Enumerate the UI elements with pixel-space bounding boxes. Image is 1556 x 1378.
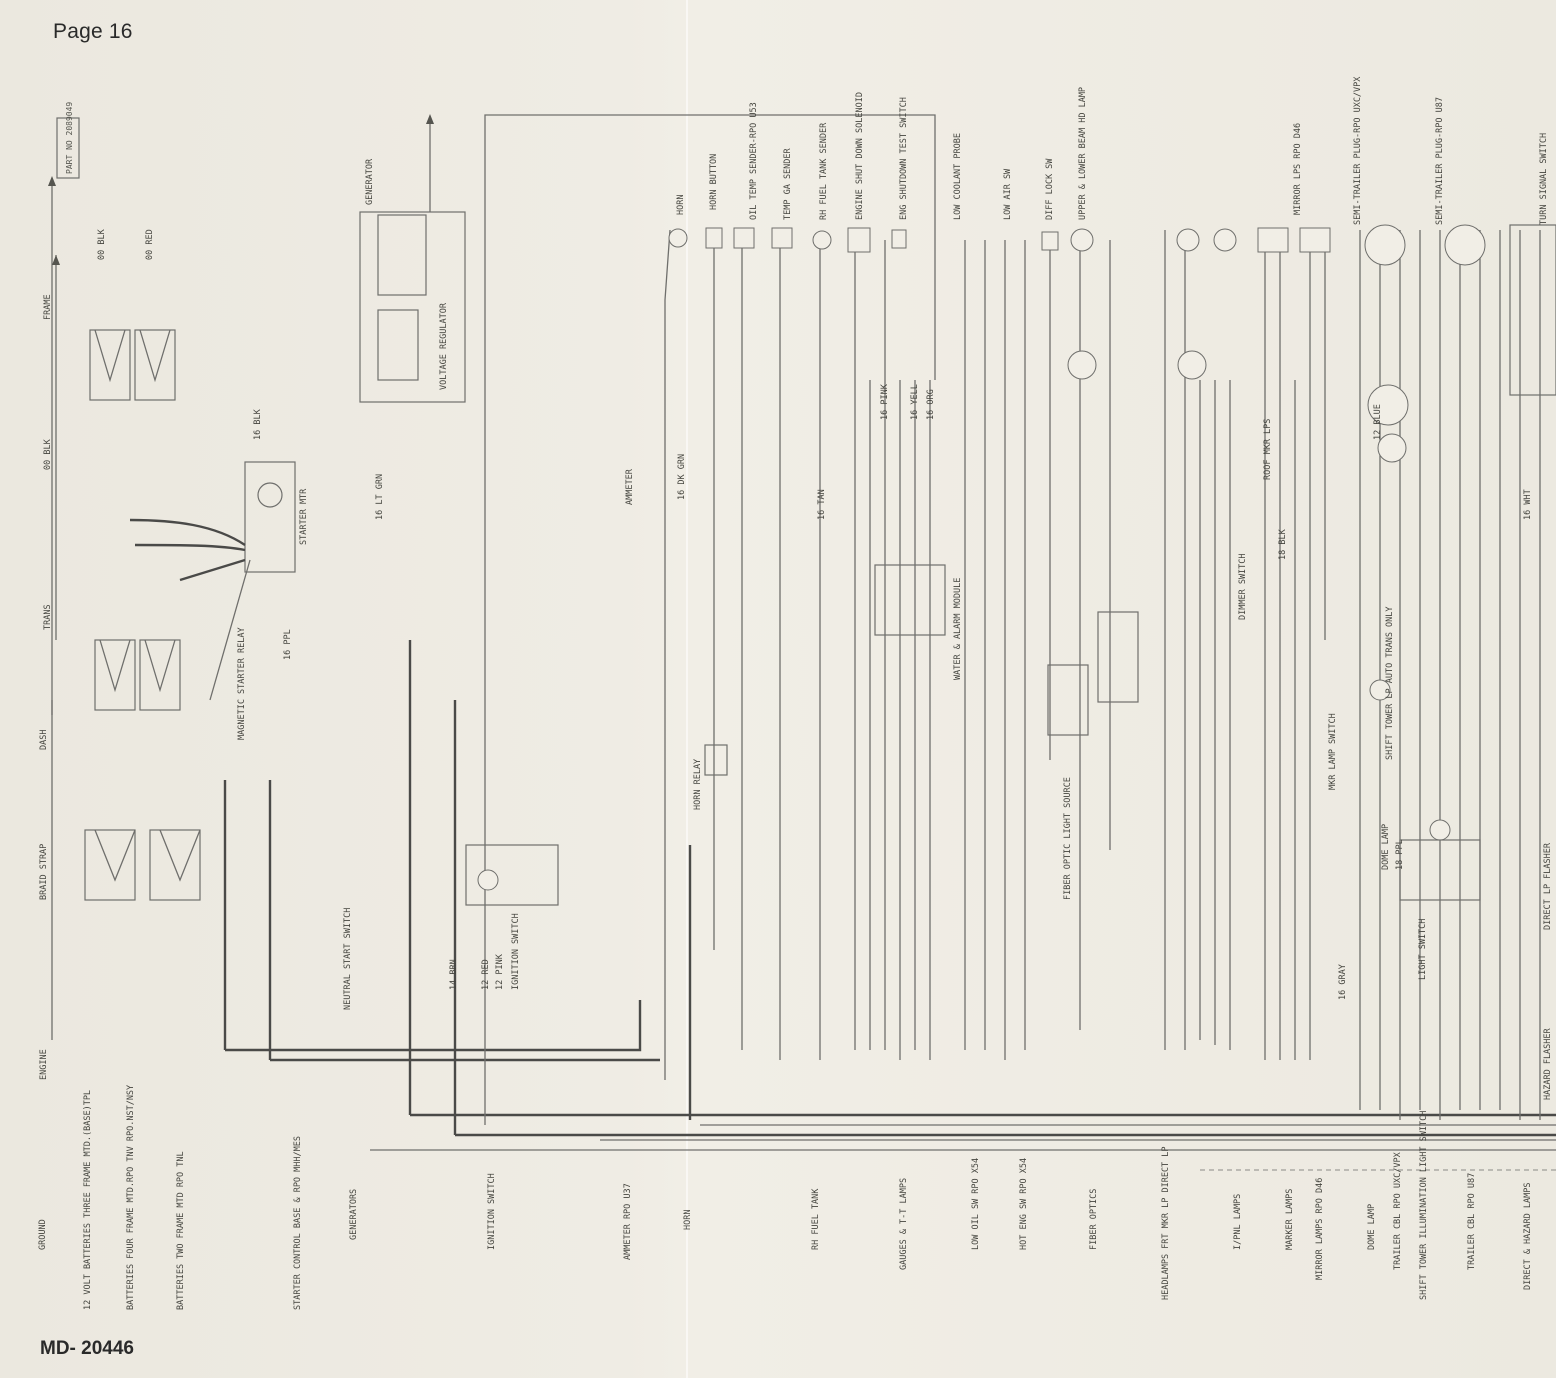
component-label: ENG SHUTDOWN TEST SWITCH bbox=[899, 97, 909, 220]
legend-item: AMMETER RPO U37 bbox=[623, 1183, 633, 1260]
legend-item: LOW OIL SW RPO X54 bbox=[971, 1158, 981, 1250]
legend-item: HOT ENG SW RPO X54 bbox=[1019, 1158, 1029, 1250]
component-label: AMMETER bbox=[625, 468, 635, 505]
component-label: VOLTAGE REGULATOR bbox=[439, 302, 449, 390]
legend-item: FIBER OPTICS bbox=[1089, 1189, 1099, 1250]
paper-fold-line bbox=[686, 0, 688, 1378]
component-label: RH FUEL TANK SENDER bbox=[819, 122, 829, 220]
legend-item: GENERATORS bbox=[349, 1189, 359, 1240]
legend-item: STARTER CONTROL BASE & RPO MHH/MES bbox=[293, 1136, 303, 1310]
component-label: IGNITION SWITCH bbox=[511, 913, 521, 990]
component-label: STARTER MTR bbox=[299, 488, 309, 545]
wire-labels: 00 BLK 00 RED 16 BLK 16 PPL 16 LT GRN 16… bbox=[97, 228, 1533, 1000]
wire-label: 16 DK GRN bbox=[677, 454, 687, 500]
legend-item: IGNITION SWITCH bbox=[487, 1173, 497, 1250]
wire-label: 00 BLK bbox=[97, 228, 107, 260]
legend-item: BATTERIES TWO FRAME MTD RPO TNL bbox=[176, 1151, 186, 1310]
component-label: ENGINE SHUT DOWN SOLENOID bbox=[855, 92, 865, 220]
circuit-legend: GROUND 12 VOLT BATTERIES THREE FRAME MTD… bbox=[38, 1085, 1533, 1310]
component-label: SHIFT TOWER LP AUTO TRANS ONLY bbox=[1385, 606, 1395, 760]
battery-group-four bbox=[89, 329, 176, 401]
component-label: HORN bbox=[676, 195, 686, 215]
wire-label: 12 BLUE bbox=[1373, 404, 1383, 440]
battery-group-three bbox=[84, 829, 201, 901]
wire-label: 16 PINK bbox=[880, 383, 890, 420]
wire-label: 14 BRN bbox=[449, 959, 459, 990]
legend-item: GROUND bbox=[38, 1219, 48, 1250]
ground-strap-label: BRAID STRAP bbox=[39, 844, 49, 900]
connector-symbols bbox=[465, 224, 1556, 906]
legend-item: TRAILER CBL RPO U87 bbox=[1467, 1173, 1477, 1270]
wire-label: 16 LT GRN bbox=[375, 474, 385, 520]
wire-label: 16 YELL bbox=[910, 384, 920, 420]
component-label: LOW AIR SW bbox=[1003, 168, 1013, 220]
ground-strap-to: DASH bbox=[39, 730, 49, 750]
legend-item: DIRECT & HAZARD LAMPS bbox=[1523, 1183, 1533, 1290]
legend-item: RH FUEL TANK bbox=[811, 1188, 821, 1250]
harness-trunks bbox=[223, 114, 1556, 1171]
wire-label: 12 RED bbox=[481, 959, 491, 990]
component-label: GENERATOR bbox=[365, 158, 375, 205]
page-number: Page 16 bbox=[53, 20, 133, 43]
component-label: MAGNETIC STARTER RELAY bbox=[237, 627, 247, 740]
wire-label: 16 ORG bbox=[926, 389, 936, 420]
part-number-text: PART NO 2089049 bbox=[65, 102, 74, 174]
wire-label: 18 PPL bbox=[1395, 839, 1405, 870]
legend-item: HEADLAMPS FRT MKR LP DIRECT LP bbox=[1161, 1146, 1171, 1300]
legend-item: MARKER LAMPS bbox=[1285, 1189, 1295, 1250]
component-label: MKR LAMP SWITCH bbox=[1328, 713, 1338, 790]
component-label: UPPER & LOWER BEAM HD LAMP bbox=[1078, 87, 1088, 220]
wire-label: 16 PPL bbox=[283, 629, 293, 660]
component-label: HORN BUTTON bbox=[709, 154, 719, 210]
ground-trans-from: TRANS bbox=[43, 604, 53, 630]
component-label: OIL TEMP SENDER-RPO U53 bbox=[749, 102, 759, 220]
legend-item: DOME LAMP bbox=[1367, 1204, 1377, 1250]
drawing-number: MD- 20446 bbox=[40, 1338, 134, 1359]
component-label: ROOF MKR LPS bbox=[1263, 419, 1273, 480]
component-label: DIFF LOCK SW bbox=[1045, 158, 1055, 220]
wire-label: 18 BLK bbox=[1278, 528, 1288, 560]
legend-item: SHIFT TOWER ILLUMINATION LIGHT SWITCH bbox=[1419, 1111, 1429, 1300]
wire-label: 16 GRAY bbox=[1338, 964, 1348, 1000]
starter-motor-block bbox=[129, 461, 296, 701]
component-label: DIMMER SWITCH bbox=[1238, 553, 1248, 620]
component-label: DOME LAMP bbox=[1381, 824, 1391, 870]
component-label: DIRECT LP FLASHER bbox=[1543, 842, 1553, 930]
legend-item: MIRROR LAMPS RPO D46 bbox=[1315, 1178, 1325, 1280]
wire-label: 16 TAN bbox=[817, 489, 827, 520]
component-label: TEMP GA SENDER bbox=[783, 147, 793, 220]
legend-item: GAUGES & T-T LAMPS bbox=[899, 1178, 909, 1270]
wire-label: 12 PINK bbox=[495, 953, 505, 990]
generator-block bbox=[359, 114, 466, 403]
branch-wires bbox=[713, 230, 1541, 1120]
component-label: LOW COOLANT PROBE bbox=[953, 133, 963, 220]
legend-item: I/PNL LAMPS bbox=[1233, 1194, 1243, 1250]
component-label: SEMI-TRAILER PLUG-RPO UXC/VPX bbox=[1353, 76, 1363, 225]
ground-trans-to: FRAME bbox=[43, 294, 53, 320]
battery-group-two bbox=[94, 639, 181, 711]
component-label: HAZARD FLASHER bbox=[1543, 1027, 1553, 1100]
legend-item: TRAILER CBL RPO UXC/VPX bbox=[1393, 1151, 1403, 1270]
component-label: HORN RELAY bbox=[693, 759, 703, 810]
legend-item: 12 VOLT BATTERIES THREE FRAME MTD.(BASE)… bbox=[83, 1090, 93, 1310]
wire-label: 16 WHT bbox=[1523, 489, 1533, 520]
ground-trans-label: 00 BLK bbox=[43, 438, 53, 470]
component-label: WATER & ALARM MODULE bbox=[953, 578, 963, 680]
component-label: LIGHT SWITCH bbox=[1418, 919, 1428, 980]
legend-item: HORN bbox=[683, 1210, 693, 1230]
ground-strap-lines: ENGINE BRAID STRAP DASH TRANS 00 BLK FRA… bbox=[39, 176, 60, 1080]
ground-strap-from: ENGINE bbox=[39, 1049, 49, 1080]
component-label: TURN SIGNAL SWITCH bbox=[1539, 133, 1549, 225]
component-label: MIRROR LPS RPO D46 bbox=[1293, 123, 1303, 215]
component-labels: STARTER MTR MAGNETIC STARTER RELAY GENER… bbox=[237, 76, 1553, 1100]
component-label: SEMI-TRAILER PLUG-RPO U87 bbox=[1435, 97, 1445, 225]
component-label: NEUTRAL START SWITCH bbox=[343, 908, 353, 1010]
wire-label: 16 BLK bbox=[253, 408, 263, 440]
legend-item: BATTERIES FOUR FRAME MTD.RPO TNV RPO.NST… bbox=[126, 1085, 136, 1310]
wire-label: 00 RED bbox=[145, 229, 155, 260]
component-label: FIBER OPTIC LIGHT SOURCE bbox=[1063, 777, 1073, 900]
part-number-box: PART NO 2089049 bbox=[56, 102, 80, 179]
